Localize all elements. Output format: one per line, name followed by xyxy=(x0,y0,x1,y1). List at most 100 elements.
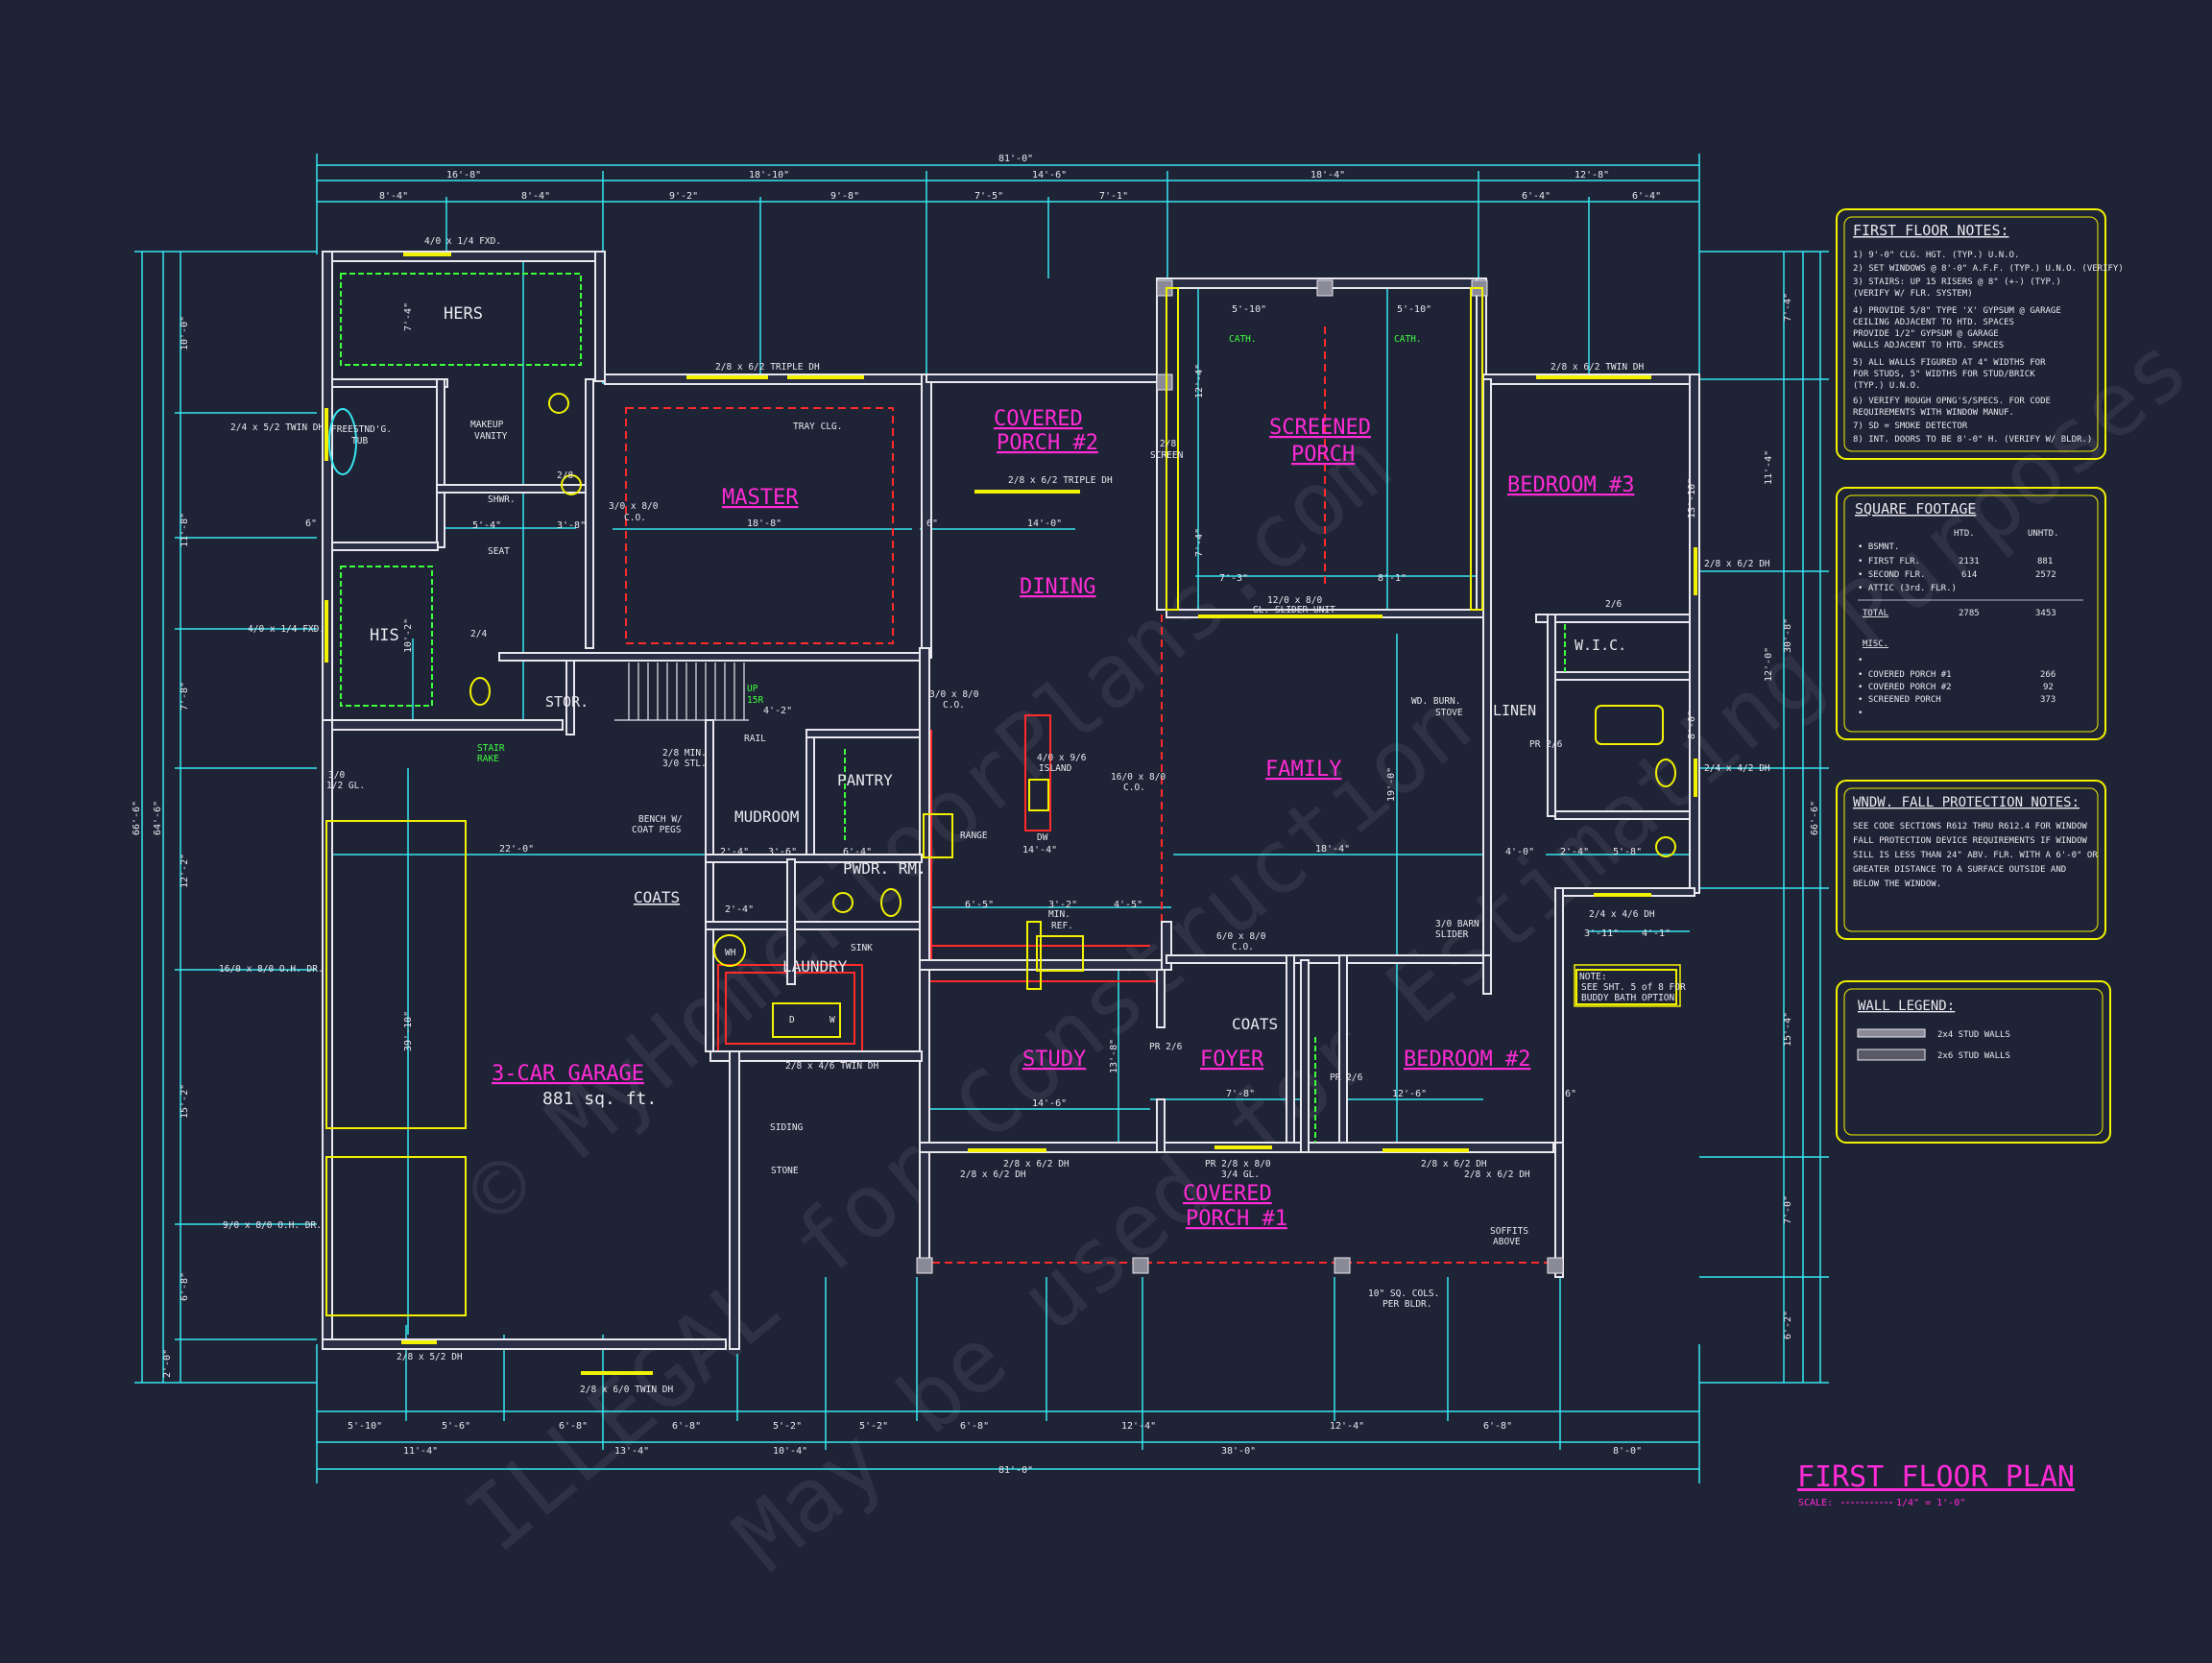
wf-line-0: SEE CODE SECTIONS R612 THRU R612.4 FOR W… xyxy=(1853,822,2087,832)
ffn-line-14: 8) INT. DOORS TO BE 8'-0" H. (VERIFY W/ … xyxy=(1853,435,2092,445)
room-bedroom-2: BEDROOM #2 xyxy=(1404,1048,1530,1072)
ffn-line-13: 7) SD = SMOKE DETECTOR xyxy=(1853,422,1968,431)
label-front-door-2: 3/4 GL. xyxy=(1221,1169,1260,1180)
dim-left-seg-4: 15'-2" xyxy=(180,1084,190,1119)
label-bed3-twin: 2/8 x 6/2 TWIN DH xyxy=(1551,362,1645,373)
label-stove-2: STOVE xyxy=(1435,708,1463,718)
dim-top2-3: 9'-8" xyxy=(830,191,859,202)
dim-dining-w: 14'-0" xyxy=(1027,518,1062,529)
dim-six-b: 6" xyxy=(926,518,938,529)
ffn-line-1: 2) SET WINDOWS @ 8'-0" A.F.F. (TYP.) U.N… xyxy=(1853,264,2124,274)
legend-2x6-label: 2x6 STUD WALLS xyxy=(1937,1051,2010,1061)
dim-top1-2: 14'-6" xyxy=(1032,170,1067,181)
dim-top2-2: 9'-2" xyxy=(669,191,698,202)
title-block: FIRST FLOOR PLAN SCALE: 1/4" = 1'-0" xyxy=(1797,1460,2075,1508)
label-d28: 2/8 xyxy=(557,470,573,481)
dim-bot1-8: 12'-4" xyxy=(1330,1421,1364,1432)
dim-island-w: 14'-4" xyxy=(1022,845,1057,856)
sqft-total-htd: 2785 xyxy=(1959,609,1980,618)
label-note-1: NOTE: xyxy=(1579,972,1607,982)
label-bed2-dh-2: 2/8 x 6/2 DH xyxy=(1464,1169,1530,1180)
label-dining-co-2: C.O. xyxy=(943,700,965,711)
label-study-dh-1: 2/8 x 6/2 DH xyxy=(1003,1159,1070,1169)
label-pr26-b: PR 2/6 xyxy=(1330,1073,1363,1083)
legend-2x4-label: 2x4 STUD WALLS xyxy=(1937,1030,2010,1040)
dim-top2-1: 8'-4" xyxy=(521,191,550,202)
ffn-line-10: (TYP.) U.N.O. xyxy=(1853,381,1920,391)
room-garage-area: 881 sq. ft. xyxy=(542,1089,657,1109)
sqft-row-2-label: • SECOND FLR. xyxy=(1858,570,1925,580)
stairs xyxy=(614,663,749,721)
dim-bed3-d: 4'-1" xyxy=(1642,928,1671,939)
room-wic: W.I.C. xyxy=(1575,637,1626,654)
room-covered-porch-2-line1: COVERED xyxy=(994,407,1083,431)
label-front-door-1: PR 2/8 x 8/0 xyxy=(1205,1159,1271,1169)
dim-hall-w: 4'-0" xyxy=(1505,847,1534,857)
dim-right-seg-2: 12'-0" xyxy=(1764,647,1774,682)
label-gl-half-2: 1/2 GL. xyxy=(326,781,365,791)
label-barn-slider-2: SLIDER xyxy=(1435,929,1469,940)
plan-scale-value: 1/4" = 1'-0" xyxy=(1896,1498,1965,1508)
label-barn-slider-1: 3/0 BARN xyxy=(1435,919,1479,929)
label-bed2-dh: 2/4 x 4/6 DH xyxy=(1589,909,1655,920)
label-screen-2: SCREEN xyxy=(1150,450,1184,461)
plan-title: FIRST FLOOR PLAN xyxy=(1797,1460,2075,1494)
dim-bot1-1: 5'-6" xyxy=(442,1421,470,1432)
sqft-col-htd: HTD. xyxy=(1954,529,1975,539)
label-family-co-2: C.O. xyxy=(1123,783,1145,793)
dim-right-seg-1: 11'-4" xyxy=(1764,450,1774,485)
ffn-line-0: 1) 9'-0" CLG. HGT. (TYP.) U.N.O. xyxy=(1853,251,2019,260)
dim-right-seg-5: 6'-2" xyxy=(1783,1311,1793,1339)
room-covered-porch-1-line1: COVERED xyxy=(1183,1182,1272,1206)
dim-top2-7: 6'-4" xyxy=(1632,191,1661,202)
dim-right-seg-0: 7'-4" xyxy=(1783,293,1793,322)
dimension-lines xyxy=(134,154,1829,1483)
ffn-line-2: 3) STAIRS: UP 15 RISERS @ 8" (+-) (TYP.) xyxy=(1853,277,2061,287)
window-fall-panel: WNDW. FALL PROTECTION NOTES: SEE CODE SE… xyxy=(1836,780,2106,940)
room-laundry: LAUNDRY xyxy=(782,957,848,976)
dim-bot1-7: 12'-4" xyxy=(1121,1421,1156,1432)
square-footage-panel: SQUARE FOOTAGE HTD. UNHTD. • BSMNT. • FI… xyxy=(1836,487,2106,740)
dim-his-h: 10'-2" xyxy=(403,618,414,653)
dim-kit-b: 3'-2" xyxy=(1048,900,1077,910)
room-covered-porch-1-line2: PORCH #1 xyxy=(1186,1207,1287,1231)
dim-top1-3: 18'-4" xyxy=(1310,170,1345,181)
dim-bed2-w: 12'-6" xyxy=(1392,1089,1427,1099)
dim-bot1-4: 5'-2" xyxy=(773,1421,802,1432)
room-master: MASTER xyxy=(722,486,799,510)
dim-left-overall: 66'-6" xyxy=(132,801,142,835)
dim-top2-6: 6'-4" xyxy=(1522,191,1551,202)
window-fall-title: WNDW. FALL PROTECTION NOTES: xyxy=(1853,795,2080,810)
dim-bot1-2: 6'-8" xyxy=(559,1421,588,1432)
dim-bot2-3: 38'-0" xyxy=(1221,1446,1256,1457)
dim-bot2-2: 10'-4" xyxy=(773,1446,807,1457)
closet-shelving xyxy=(340,273,1566,1143)
room-family: FAMILY xyxy=(1265,758,1341,782)
ffn-line-3: (VERIFY W/ FLR. SYSTEM) xyxy=(1853,289,1973,299)
label-shwr: SHWR. xyxy=(488,494,516,505)
room-his: HIS xyxy=(370,626,399,645)
label-island-2: ISLAND xyxy=(1039,763,1072,774)
label-bench-1: BENCH W/ xyxy=(638,814,683,825)
room-study: STUDY xyxy=(1022,1048,1086,1072)
dim-bed-shwr: 3'-8" xyxy=(557,520,586,531)
room-foyer: FOYER xyxy=(1200,1048,1264,1072)
dim-garage-w: 22'-0" xyxy=(499,844,534,855)
sqft-misc-3: • SCREENED PORCH xyxy=(1858,695,1941,705)
sqft-row-0-label: • BSMNT. xyxy=(1858,542,1899,552)
label-pr26-a: PR 2/6 xyxy=(1149,1042,1183,1052)
label-tray-clg: TRAY CLG. xyxy=(793,422,842,432)
label-master-triple: 2/8 x 6/2 TRIPLE DH xyxy=(715,362,820,373)
label-note-3: BUDDY BATH OPTION xyxy=(1581,993,1675,1003)
label-sink: SINK xyxy=(851,943,873,953)
label-soffits-1: SOFFITS xyxy=(1490,1226,1528,1237)
label-laundry-twin: 2/8 x 4/6 TWIN DH xyxy=(785,1061,879,1072)
dim-bath-h: 8'-0" xyxy=(1687,711,1697,739)
ffn-line-4: 4) PROVIDE 5/8" TYPE 'X' GYPSUM @ GARAGE xyxy=(1853,306,2061,316)
wf-line-1: FALL PROTECTION DEVICE REQUIREMENTS IF W… xyxy=(1853,836,2087,846)
sqft-row-3-label: • ATTIC (3rd. FLR.) xyxy=(1858,584,1957,593)
label-stove-1: WD. BURN. xyxy=(1411,696,1460,707)
sqft-misc-1: • COVERED PORCH #1 xyxy=(1858,670,1952,680)
dim-bed3-b: 5'-8" xyxy=(1613,847,1642,857)
dim-six-a: 6" xyxy=(305,518,317,529)
